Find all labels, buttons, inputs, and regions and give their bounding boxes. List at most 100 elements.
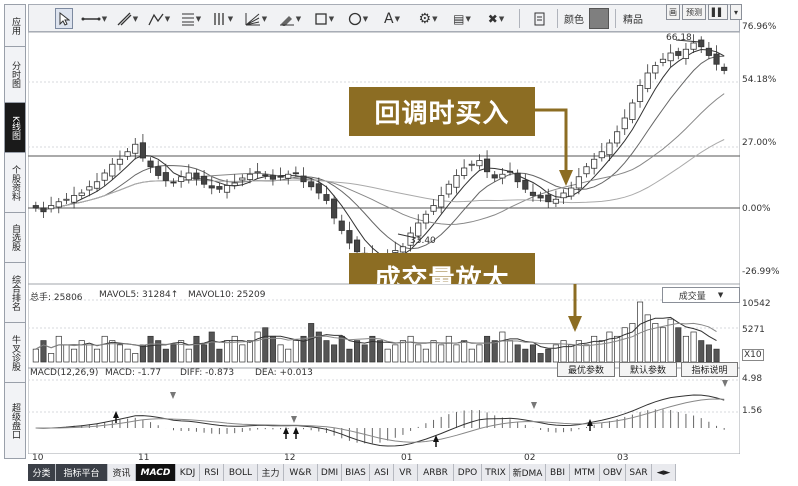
kline-chart[interactable] (27, 25, 741, 285)
chevron-down-icon[interactable]: ▾ (730, 4, 742, 20)
ray-icon[interactable]: ▼ (113, 8, 141, 29)
top-right-controls: 画 预测 ▌▌ ▾ (666, 4, 742, 20)
candle-body (139, 142, 146, 159)
moving-average-line (35, 139, 725, 211)
buy-signal-arrow (293, 427, 299, 434)
volume-arrow-head (568, 316, 582, 332)
volume-bar (552, 344, 559, 363)
tab-sar[interactable]: SAR (626, 464, 652, 481)
time-axis-label: 03 (617, 453, 629, 463)
sidebar-item-kline[interactable]: K线图 (5, 103, 25, 153)
tab--[interactable]: 资讯 (108, 464, 136, 481)
volume-chart[interactable] (27, 266, 741, 369)
tab-vr[interactable]: VR (394, 464, 418, 481)
volume-bar (162, 348, 169, 363)
volume-bar (63, 344, 70, 363)
candle-body (246, 173, 254, 180)
tab-w-r[interactable]: W&R (284, 464, 318, 481)
best-params-button[interactable]: 最优参数 (557, 362, 615, 377)
tab-kdj[interactable]: KDJ (176, 464, 200, 481)
tab-macd[interactable]: MACD (136, 464, 176, 481)
parallel-icon[interactable]: ▼ (214, 12, 234, 25)
default-params-button[interactable]: 默认参数 (619, 362, 677, 377)
candle-body (598, 151, 605, 159)
forecast-button[interactable]: 预测 (682, 4, 706, 20)
tab-trix[interactable]: TRIX (482, 464, 510, 481)
cursor-icon[interactable] (55, 8, 73, 29)
sidebar-item-apps[interactable]: 应用 (5, 5, 25, 47)
draw-button[interactable]: 画 (666, 4, 680, 20)
tab-bbi[interactable]: BBI (546, 464, 570, 481)
sidebar-item-label: K线图 (10, 115, 20, 140)
candle-body (78, 192, 85, 196)
macd-chart[interactable] (27, 367, 741, 455)
tab--[interactable]: 主力 (258, 464, 284, 481)
sidebar-item-ranking[interactable]: 综合排名 (5, 263, 25, 323)
line-icon[interactable]: ▼ (79, 8, 109, 29)
candle-body (308, 181, 315, 188)
price-axis-label: 0.00% (742, 204, 771, 214)
volume-bar (713, 348, 720, 363)
ellipse-icon[interactable]: ▼ (343, 8, 373, 29)
volume-bar (292, 340, 299, 363)
pen-icon[interactable]: ▼ (275, 8, 305, 29)
tab-scroll-arrows-icon[interactable]: ◄► (652, 464, 676, 481)
sidebar-item-stock-info[interactable]: 个股资料 (5, 153, 25, 213)
candle-body (48, 205, 55, 210)
sell-signal-arrow (170, 392, 176, 399)
sidebar-item-timeshare[interactable]: 分时图 (5, 47, 25, 103)
tab-bias[interactable]: BIAS (342, 464, 370, 481)
tab-dpo[interactable]: DPO (454, 464, 482, 481)
tab--dma[interactable]: 新DMA (510, 464, 546, 481)
rect-icon[interactable]: ▼ (309, 8, 339, 29)
export-icon[interactable] (529, 8, 551, 29)
indicator-help-button[interactable]: 指标说明 (681, 362, 738, 377)
channel-icon[interactable]: ▼ (181, 13, 202, 25)
premium-button[interactable]: 精品 (623, 15, 643, 26)
polyline-icon[interactable]: ▼ (145, 8, 173, 29)
candle-body (55, 201, 62, 208)
gear-icon[interactable]: ⚙▼ (418, 10, 438, 27)
sidebar-item-watchlist[interactable]: 自选股 (5, 213, 25, 263)
candle-body (262, 174, 269, 177)
volume-bar (491, 340, 498, 363)
volume-bar (384, 348, 391, 363)
sidebar-item-diagnosis[interactable]: 牛叉诊股 (5, 323, 25, 383)
tab-obv[interactable]: OBV (600, 464, 626, 481)
volume-ma-line (35, 322, 717, 350)
candle-body (483, 158, 491, 173)
candle-body (124, 151, 131, 157)
fibonacci-icon[interactable]: ▼ (241, 8, 271, 29)
layout-button[interactable]: ▌▌ (708, 4, 728, 20)
color-swatch[interactable] (589, 8, 609, 29)
candle-body (721, 66, 728, 71)
tab-dmi[interactable]: DMI (318, 464, 342, 481)
kline-chart-svg (27, 25, 741, 285)
indicator-selector[interactable]: 成交量▼ (662, 287, 740, 303)
volume-bar (476, 344, 483, 363)
sidebar-item-label: 个股资料 (10, 164, 20, 201)
stamp-icon[interactable]: ▤▼ (453, 11, 471, 26)
sidebar-item-super-quote[interactable]: 超级盘口 (5, 383, 25, 458)
volume-bar (591, 335, 598, 363)
tab-arbr[interactable]: ARBR (418, 464, 454, 481)
volume-bar (315, 331, 322, 363)
tab--[interactable]: 指标平台 (56, 464, 108, 481)
toolbar-separator (519, 9, 520, 28)
volume-bar (506, 340, 514, 363)
tab-boll[interactable]: BOLL (224, 464, 258, 481)
tab-rsi[interactable]: RSI (200, 464, 224, 481)
sell-signal-arrow (722, 380, 728, 387)
tab-mtm[interactable]: MTM (570, 464, 600, 481)
tab-asi[interactable]: ASI (370, 464, 394, 481)
text-icon[interactable]: A▼ (384, 10, 400, 27)
volume-bar (399, 340, 406, 363)
tab--[interactable]: 分类 (28, 464, 56, 481)
volume-bar (193, 335, 200, 363)
candle-body (468, 163, 475, 166)
macd-chart-svg (27, 367, 741, 455)
volume-bar (155, 340, 162, 363)
high-marker-line (675, 39, 701, 43)
delete-icon[interactable]: ✖▼ (487, 11, 505, 26)
